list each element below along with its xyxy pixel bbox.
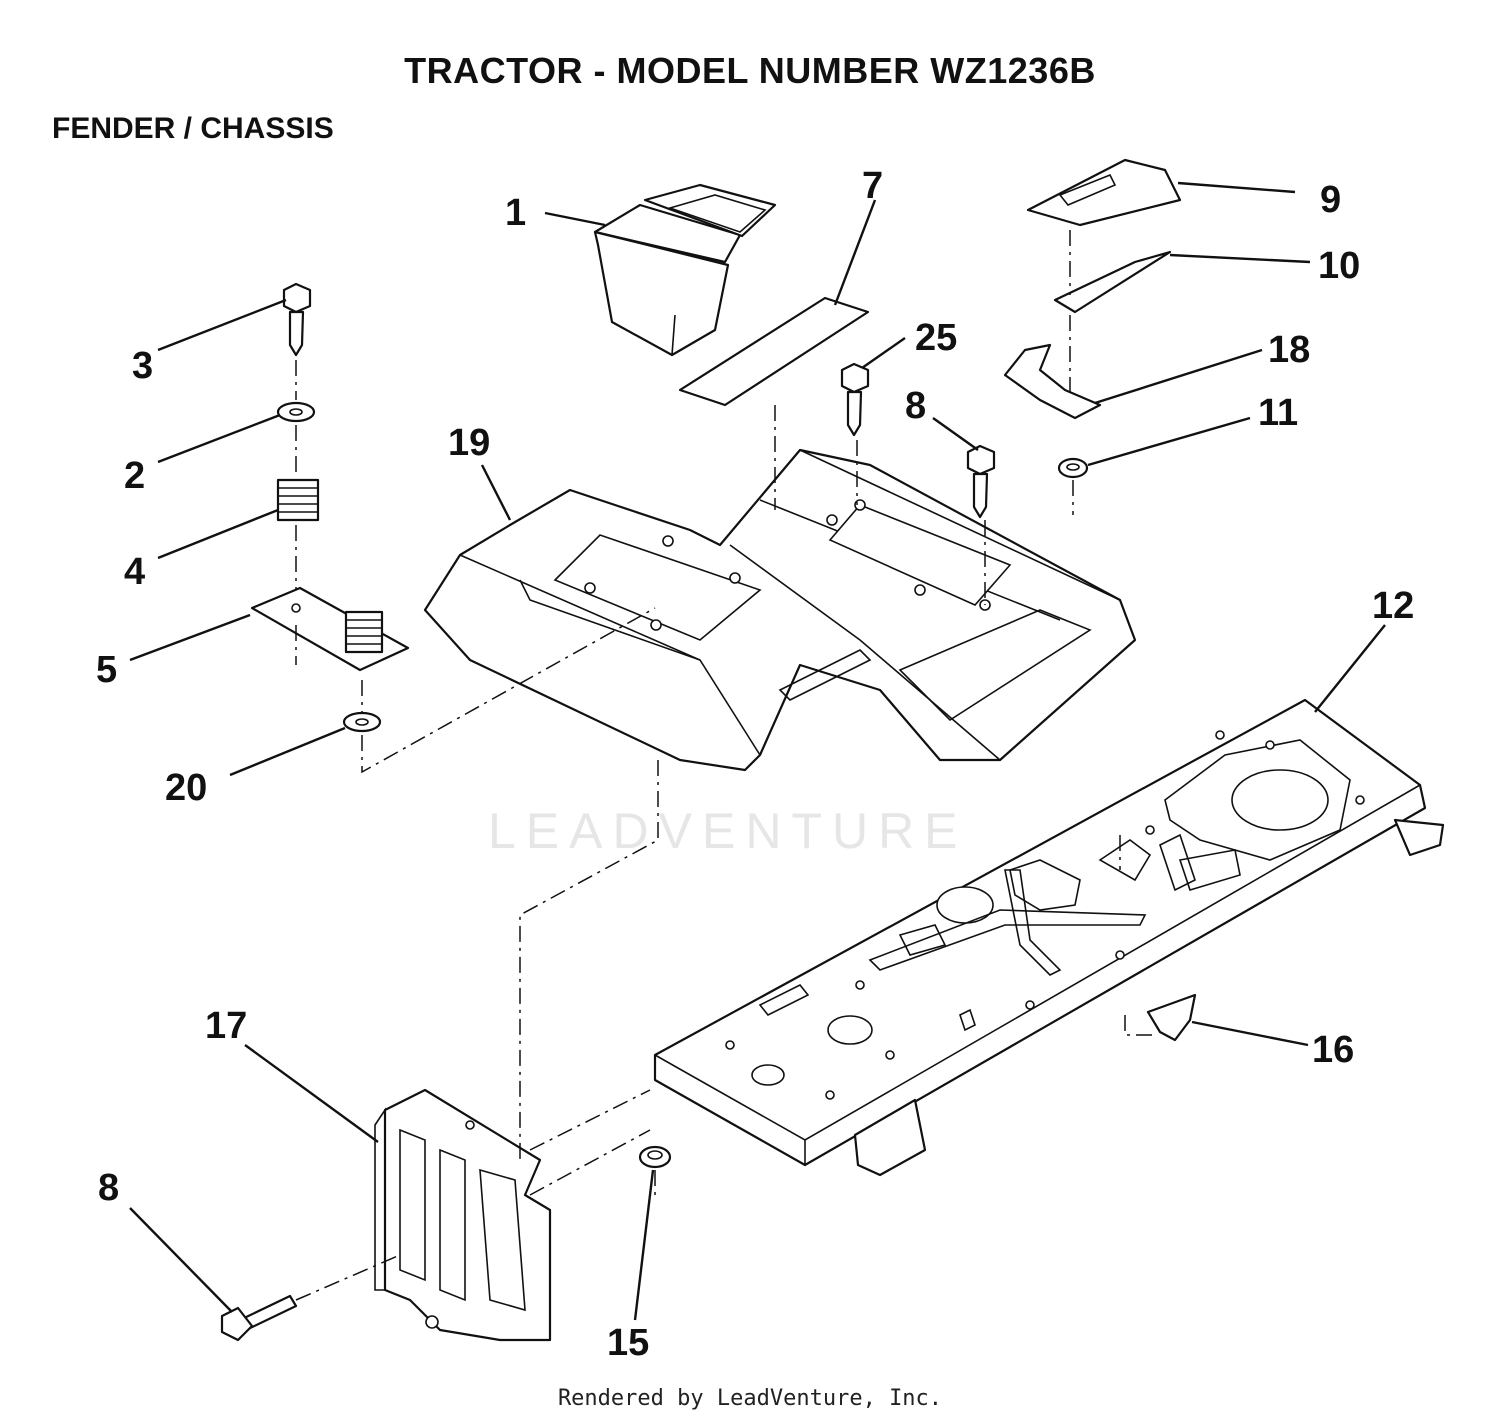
- part-11-nut[interactable]: [1057, 457, 1089, 479]
- leader-lines: [129, 181, 1386, 1321]
- callout-3: 3: [132, 345, 153, 387]
- part-18-clamp[interactable]: [1003, 343, 1102, 420]
- callout-18: 18: [1268, 329, 1310, 371]
- part-2-washer[interactable]: [276, 401, 316, 423]
- callout-1: 1: [505, 192, 526, 234]
- callout-8-upper: 8: [905, 385, 926, 427]
- callout-15: 15: [607, 1322, 649, 1364]
- part-8-bolt-lower[interactable]: [220, 1294, 298, 1342]
- assembly-centre-lines: [295, 230, 1155, 1301]
- watermark-text: LEADVENTURE: [488, 803, 968, 859]
- part-10-plate[interactable]: [1053, 250, 1172, 314]
- callout-9: 9: [1320, 179, 1341, 221]
- part-25-bolt[interactable]: [840, 362, 870, 437]
- callout-8-lower: 8: [98, 1167, 119, 1209]
- callout-4: 4: [124, 551, 145, 593]
- callout-7: 7: [862, 165, 883, 207]
- callout-10: 10: [1318, 245, 1360, 287]
- callout-12: 12: [1372, 585, 1414, 627]
- part-4-spring[interactable]: [276, 478, 320, 522]
- callout-17: 17: [205, 1005, 247, 1047]
- part-17-front-plate[interactable]: [374, 1088, 552, 1342]
- part-1-tray[interactable]: [593, 183, 777, 357]
- part-3-bolt[interactable]: [282, 282, 312, 357]
- callout-11: 11: [1258, 392, 1298, 434]
- part-8-bolt-upper[interactable]: [966, 444, 996, 519]
- callout-19: 19: [448, 422, 490, 464]
- part-5-plate[interactable]: [250, 586, 410, 672]
- callout-labels: 1 7 3 2 4 5 20 19 25 8 9 10 18 11 12 16 …: [96, 165, 1414, 1364]
- part-7-decal[interactable]: [678, 296, 870, 407]
- part-9-cover[interactable]: [1026, 158, 1182, 227]
- section-heading: FENDER / CHASSIS: [52, 112, 334, 145]
- part-15-nut[interactable]: [638, 1145, 672, 1169]
- callout-2: 2: [124, 455, 145, 497]
- callout-16: 16: [1312, 1029, 1354, 1071]
- callout-20: 20: [165, 767, 207, 809]
- part-20-washer[interactable]: [342, 711, 382, 733]
- footer-credit: Rendered by LeadVenture, Inc.: [557, 1386, 943, 1411]
- part-12-frame[interactable]: [653, 698, 1445, 1177]
- callout-5: 5: [96, 649, 117, 691]
- part-16-bracket[interactable]: [1146, 993, 1197, 1042]
- diagram-title: TRACTOR - MODEL NUMBER WZ1236B: [404, 50, 1096, 91]
- part-19-fender[interactable]: [423, 448, 1137, 772]
- callout-25: 25: [915, 317, 957, 359]
